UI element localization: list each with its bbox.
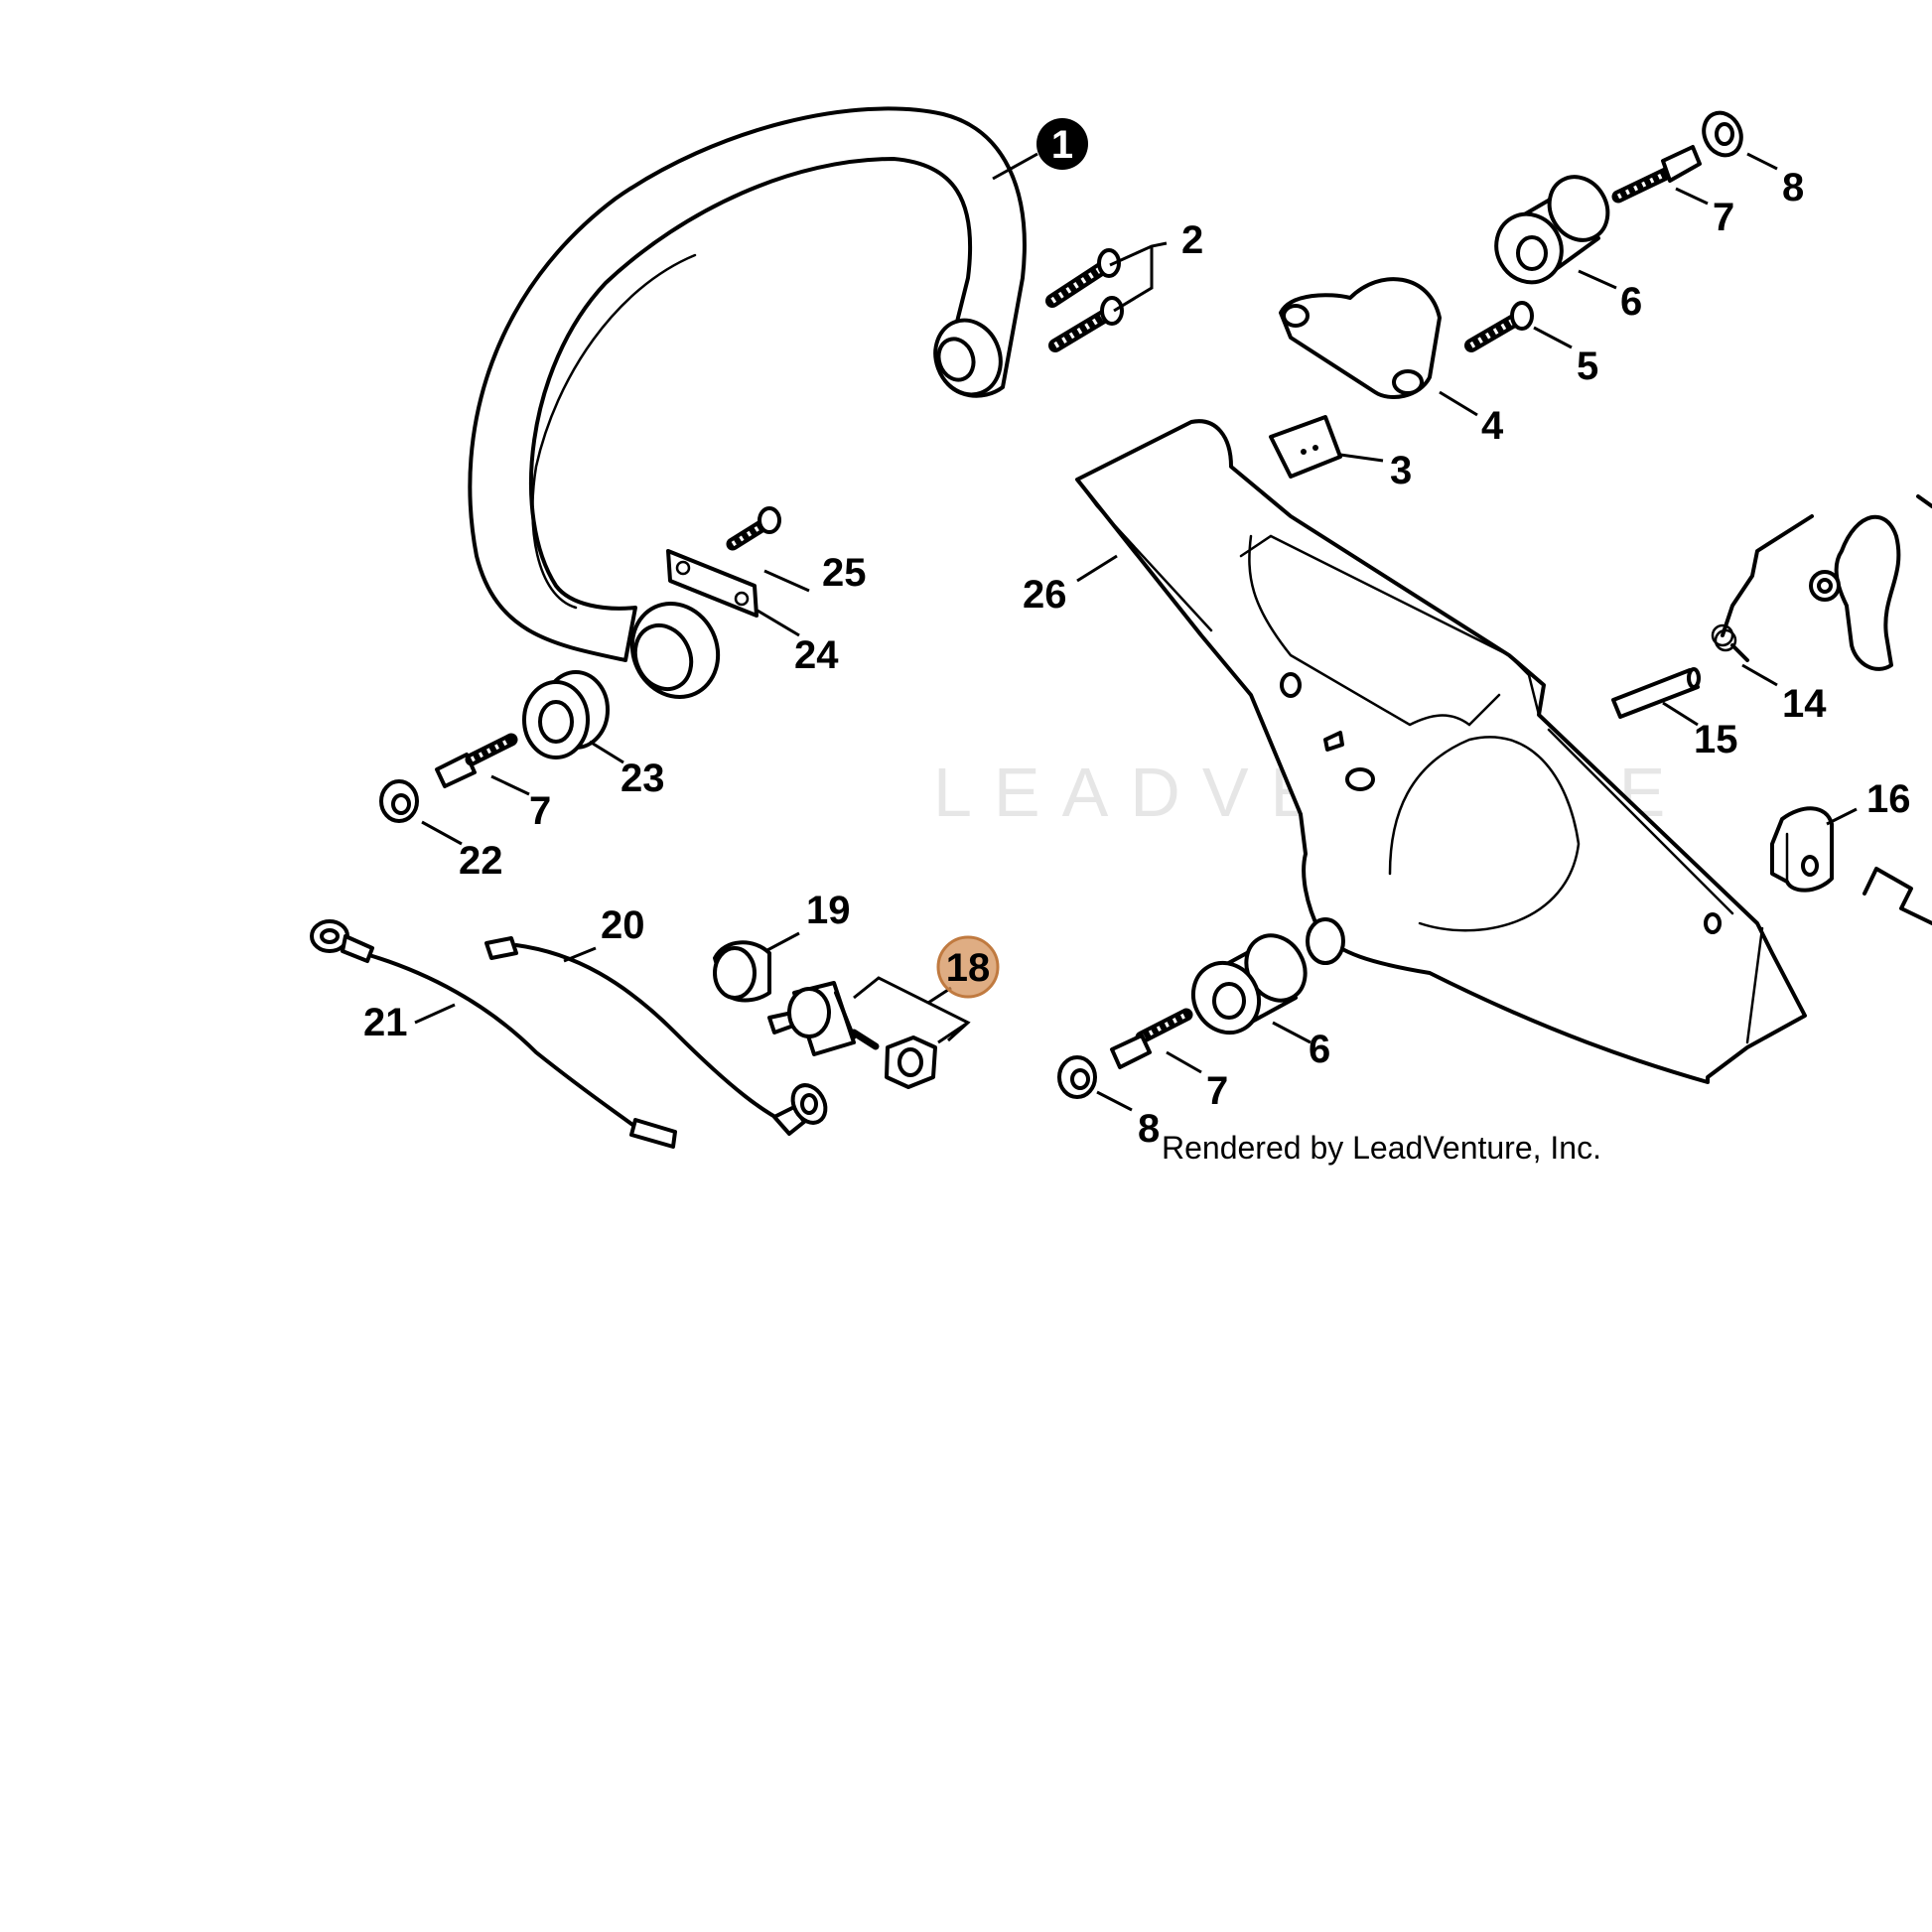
callout-19[interactable]: 19 xyxy=(806,889,851,932)
callout-4[interactable]: 4 xyxy=(1481,404,1504,448)
callout-25[interactable]: 25 xyxy=(822,551,867,595)
callout-6-top[interactable]: 6 xyxy=(1620,280,1642,324)
part-1-handlebar[interactable] xyxy=(468,106,1027,711)
part-15-pin[interactable] xyxy=(1611,667,1701,719)
part-4-bracket[interactable] xyxy=(1279,277,1442,399)
callout-22[interactable]: 22 xyxy=(459,839,503,883)
callout-1[interactable]: 1 xyxy=(1051,123,1073,167)
callout-24[interactable]: 24 xyxy=(794,633,839,677)
part-5-screw[interactable] xyxy=(1464,301,1534,352)
part-26-rear-handle[interactable] xyxy=(1075,419,1807,1084)
part-8-washer-top[interactable] xyxy=(1697,106,1747,161)
callout-2[interactable]: 2 xyxy=(1181,218,1203,262)
part-18-switch-assembly[interactable] xyxy=(767,981,937,1089)
callouts: 1 2 3 4 5 6 7 8 14 15 16 18 19 20 21 22 … xyxy=(363,118,1911,1151)
part-25-screw[interactable] xyxy=(726,506,781,551)
callout-15[interactable]: 15 xyxy=(1694,718,1738,761)
callout-6-bottom[interactable]: 6 xyxy=(1309,1028,1330,1071)
callout-18-highlight xyxy=(936,935,1000,999)
part-21-cable[interactable] xyxy=(310,919,677,1149)
callout-8-bottom[interactable]: 8 xyxy=(1138,1107,1160,1151)
part-6-buffer-bottom[interactable] xyxy=(1180,925,1316,1045)
render-credit: Rendered by LeadVenture, Inc. xyxy=(1162,1130,1601,1166)
callout-1-badge xyxy=(1036,118,1088,170)
part-7-stud-left[interactable] xyxy=(435,733,518,788)
part-7-stud-top[interactable] xyxy=(1611,145,1702,204)
part-6-buffer-top[interactable] xyxy=(1484,166,1619,294)
callout-5[interactable]: 5 xyxy=(1577,345,1598,388)
callout-7-bottom[interactable]: 7 xyxy=(1206,1069,1228,1113)
callout-7-top[interactable]: 7 xyxy=(1713,196,1734,239)
part-8-washer-bottom[interactable] xyxy=(1057,1055,1097,1099)
callout-18[interactable]: 18 xyxy=(946,946,991,990)
leader-lines xyxy=(414,152,1858,1112)
part-2-screws[interactable] xyxy=(1045,248,1124,352)
callout-26[interactable]: 26 xyxy=(1023,573,1067,617)
callout-14[interactable]: 14 xyxy=(1782,682,1827,726)
callout-21[interactable]: 21 xyxy=(363,1001,408,1044)
part-14-spring[interactable] xyxy=(1711,494,1932,671)
callout-20[interactable]: 20 xyxy=(601,903,645,947)
part-22-washer[interactable] xyxy=(379,779,419,823)
part-19-sleeve[interactable] xyxy=(713,940,771,1003)
part-16-clip[interactable] xyxy=(1770,806,1932,925)
callout-16[interactable]: 16 xyxy=(1866,777,1911,821)
callout-3[interactable]: 3 xyxy=(1390,449,1412,492)
callout-7-left[interactable]: 7 xyxy=(529,789,551,833)
part-3-clip[interactable] xyxy=(1269,415,1342,479)
callout-8-top[interactable]: 8 xyxy=(1782,166,1804,209)
part-24-plate[interactable] xyxy=(666,549,759,618)
part-23-buffer[interactable] xyxy=(522,670,610,759)
part-7-stud-bottom[interactable] xyxy=(1110,1008,1193,1069)
part-20-cable[interactable] xyxy=(484,936,832,1136)
callout-23[interactable]: 23 xyxy=(621,757,665,800)
